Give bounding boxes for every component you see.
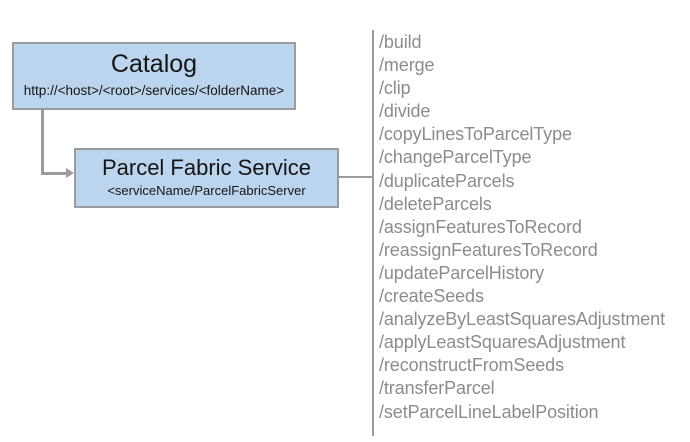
operation-item[interactable]: /divide — [379, 101, 431, 122]
operation-item[interactable]: /analyzeByLeastSquaresAdjustment — [379, 309, 665, 330]
operation-item[interactable]: /reconstructFromSeeds — [379, 355, 564, 376]
node-catalog-title: Catalog — [110, 50, 198, 78]
operations-list: /build /merge /clip /divide /copyLinesTo… — [379, 31, 684, 424]
operation-item[interactable]: /reassignFeaturesToRecord — [379, 239, 598, 260]
operation-item[interactable]: /updateParcelHistory — [379, 262, 545, 283]
operation-item[interactable]: /createSeeds — [379, 286, 484, 307]
operation-item[interactable]: /transferParcel — [379, 378, 495, 399]
operation-item[interactable]: /assignFeaturesToRecord — [379, 216, 582, 237]
node-catalog[interactable]: Catalog http://<host>/<root>/services/<f… — [12, 42, 296, 110]
operation-item[interactable]: /deleteParcels — [379, 193, 492, 214]
operation-item[interactable]: /changeParcelType — [379, 147, 532, 168]
operation-item[interactable]: /merge — [379, 55, 435, 76]
arrow-right-icon — [66, 168, 74, 178]
operation-item[interactable]: /duplicateParcels — [379, 170, 515, 191]
connector-service-to-operations — [339, 176, 372, 178]
operation-item[interactable]: /build — [379, 32, 422, 52]
operations-divider — [372, 30, 374, 436]
connector-catalog-horizontal — [41, 172, 69, 175]
node-service-subtitle: <serviceName/ParcelFabricServer — [107, 183, 306, 198]
operation-item[interactable]: /applyLeastSquaresAdjustment — [379, 332, 626, 353]
operation-item[interactable]: /setParcelLineLabelPosition — [379, 401, 599, 422]
connector-catalog-vertical — [41, 110, 44, 175]
operation-item[interactable]: /clip — [379, 78, 411, 99]
operation-item[interactable]: /copyLinesToParcelType — [379, 124, 572, 145]
node-service-title: Parcel Fabric Service — [101, 155, 312, 180]
node-parcel-fabric-service[interactable]: Parcel Fabric Service <serviceName/Parce… — [74, 148, 339, 208]
node-catalog-subtitle: http://<host>/<root>/services/<folderNam… — [23, 83, 285, 98]
